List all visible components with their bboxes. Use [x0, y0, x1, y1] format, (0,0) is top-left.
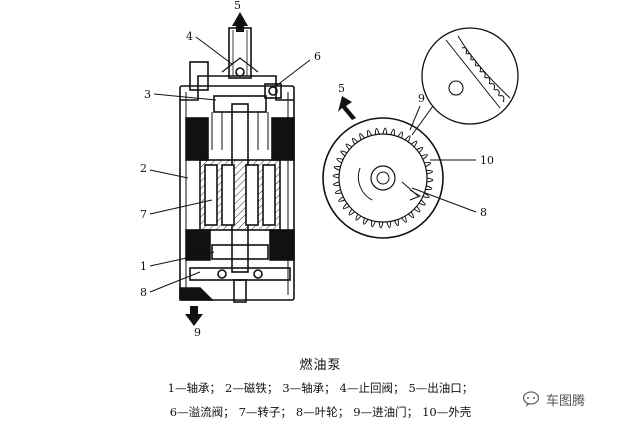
impeller-tooth [363, 217, 369, 225]
impeller-tooth [378, 221, 384, 229]
impeller-tooth [386, 221, 392, 229]
impeller-tooth [336, 158, 344, 164]
detail-tooth [489, 83, 495, 91]
impeller-tooth [404, 135, 411, 143]
legend-item: 6—溢流阀； [169, 405, 235, 419]
impeller-tooth [425, 185, 433, 190]
detail-tooth [499, 95, 505, 103]
legend-item: 10—外壳 [422, 405, 472, 419]
impeller-tooth [333, 166, 341, 171]
watermark: 车图腾 [522, 388, 634, 410]
impeller-tooth [359, 133, 365, 141]
callout-9-left: 9 [194, 326, 201, 339]
impeller-tooth [393, 219, 399, 227]
chat-bubble-icon [522, 391, 540, 407]
legend-line-2: 6—溢流阀；7—转子；8—叶轮；9—进油门；10—外壳 [0, 404, 641, 420]
pump-cross-section [179, 27, 295, 303]
impeller-tooth [332, 173, 340, 179]
impeller-tooth [374, 127, 380, 135]
callout-3: 3 [144, 88, 151, 101]
impeller-tooth [340, 150, 348, 157]
impeller-tooth [410, 140, 418, 148]
detail-tooth [485, 77, 491, 85]
callout-8-left: 8 [140, 286, 147, 299]
callout-7: 7 [140, 208, 147, 221]
impeller-tooth [355, 213, 362, 221]
outlet-arrow-right-icon [338, 96, 356, 120]
legend-item: 3—轴承； [282, 381, 336, 395]
legend-item: 1—轴承； [167, 381, 221, 395]
callout-2: 2 [140, 162, 147, 175]
impeller-tooth [424, 162, 432, 168]
callout-1: 1 [140, 260, 147, 273]
impeller-tooth [367, 129, 373, 137]
detail-tooth [471, 59, 477, 67]
leader-lines-right [409, 105, 477, 213]
diagram-title: 燃油泵 [299, 358, 342, 373]
detail-tooth [494, 89, 500, 97]
impeller-tooth [390, 128, 395, 136]
legend-item: 9—进油门； [353, 405, 419, 419]
callout-4: 4 [186, 30, 193, 43]
impeller-tooth [332, 181, 340, 187]
outlet-arrow-icon [232, 12, 248, 32]
impeller-tooth [413, 205, 421, 213]
impeller-tooth [345, 143, 353, 151]
impeller-tooth [418, 199, 426, 206]
callout-5-left: 5 [234, 0, 241, 12]
legend-item: 7—转子； [238, 405, 292, 419]
impeller-tooth [401, 215, 407, 223]
impeller-tooth [426, 169, 434, 175]
impeller-tooth [348, 208, 356, 216]
callout-5-right: 5 [338, 82, 345, 95]
leader-lines-left [149, 36, 311, 293]
flow-arrows [185, 12, 248, 326]
callout-9-right: 9 [418, 92, 425, 105]
callout-8-right: 8 [480, 206, 487, 219]
impeller-tooth [334, 188, 342, 194]
impeller-tooth [351, 137, 359, 145]
impeller-tooth [426, 177, 434, 183]
detail-tooth [461, 47, 467, 55]
impeller-tooth [397, 131, 403, 139]
impeller-tooth [342, 202, 350, 210]
impeller-tooth [338, 196, 346, 202]
impeller-end-view [322, 27, 519, 239]
legend-item: 2—磁铁； [225, 381, 279, 395]
legend-item: 4—止回阀； [339, 381, 405, 395]
detail-tooth [480, 71, 486, 79]
impeller-tooth [371, 220, 376, 228]
impeller-tooth [382, 127, 388, 135]
impeller-tooth [416, 146, 424, 154]
callout-10: 10 [480, 154, 494, 167]
legend-item: 8—叶轮； [295, 405, 350, 419]
impeller-tooth [407, 211, 415, 219]
detail-tooth [466, 53, 472, 61]
detail-tooth [475, 65, 481, 73]
legend-item: 5—出油口； [408, 381, 474, 395]
legend-line-1: 1—轴承； 2—磁铁；3—轴承；4—止回阀；5—出油口； [0, 380, 641, 396]
impeller-tooth [420, 154, 428, 160]
callout-6: 6 [314, 50, 321, 63]
watermark-text: 车图腾 [546, 393, 586, 409]
impeller-tooth [422, 192, 430, 198]
inlet-arrow-icon [185, 306, 203, 326]
